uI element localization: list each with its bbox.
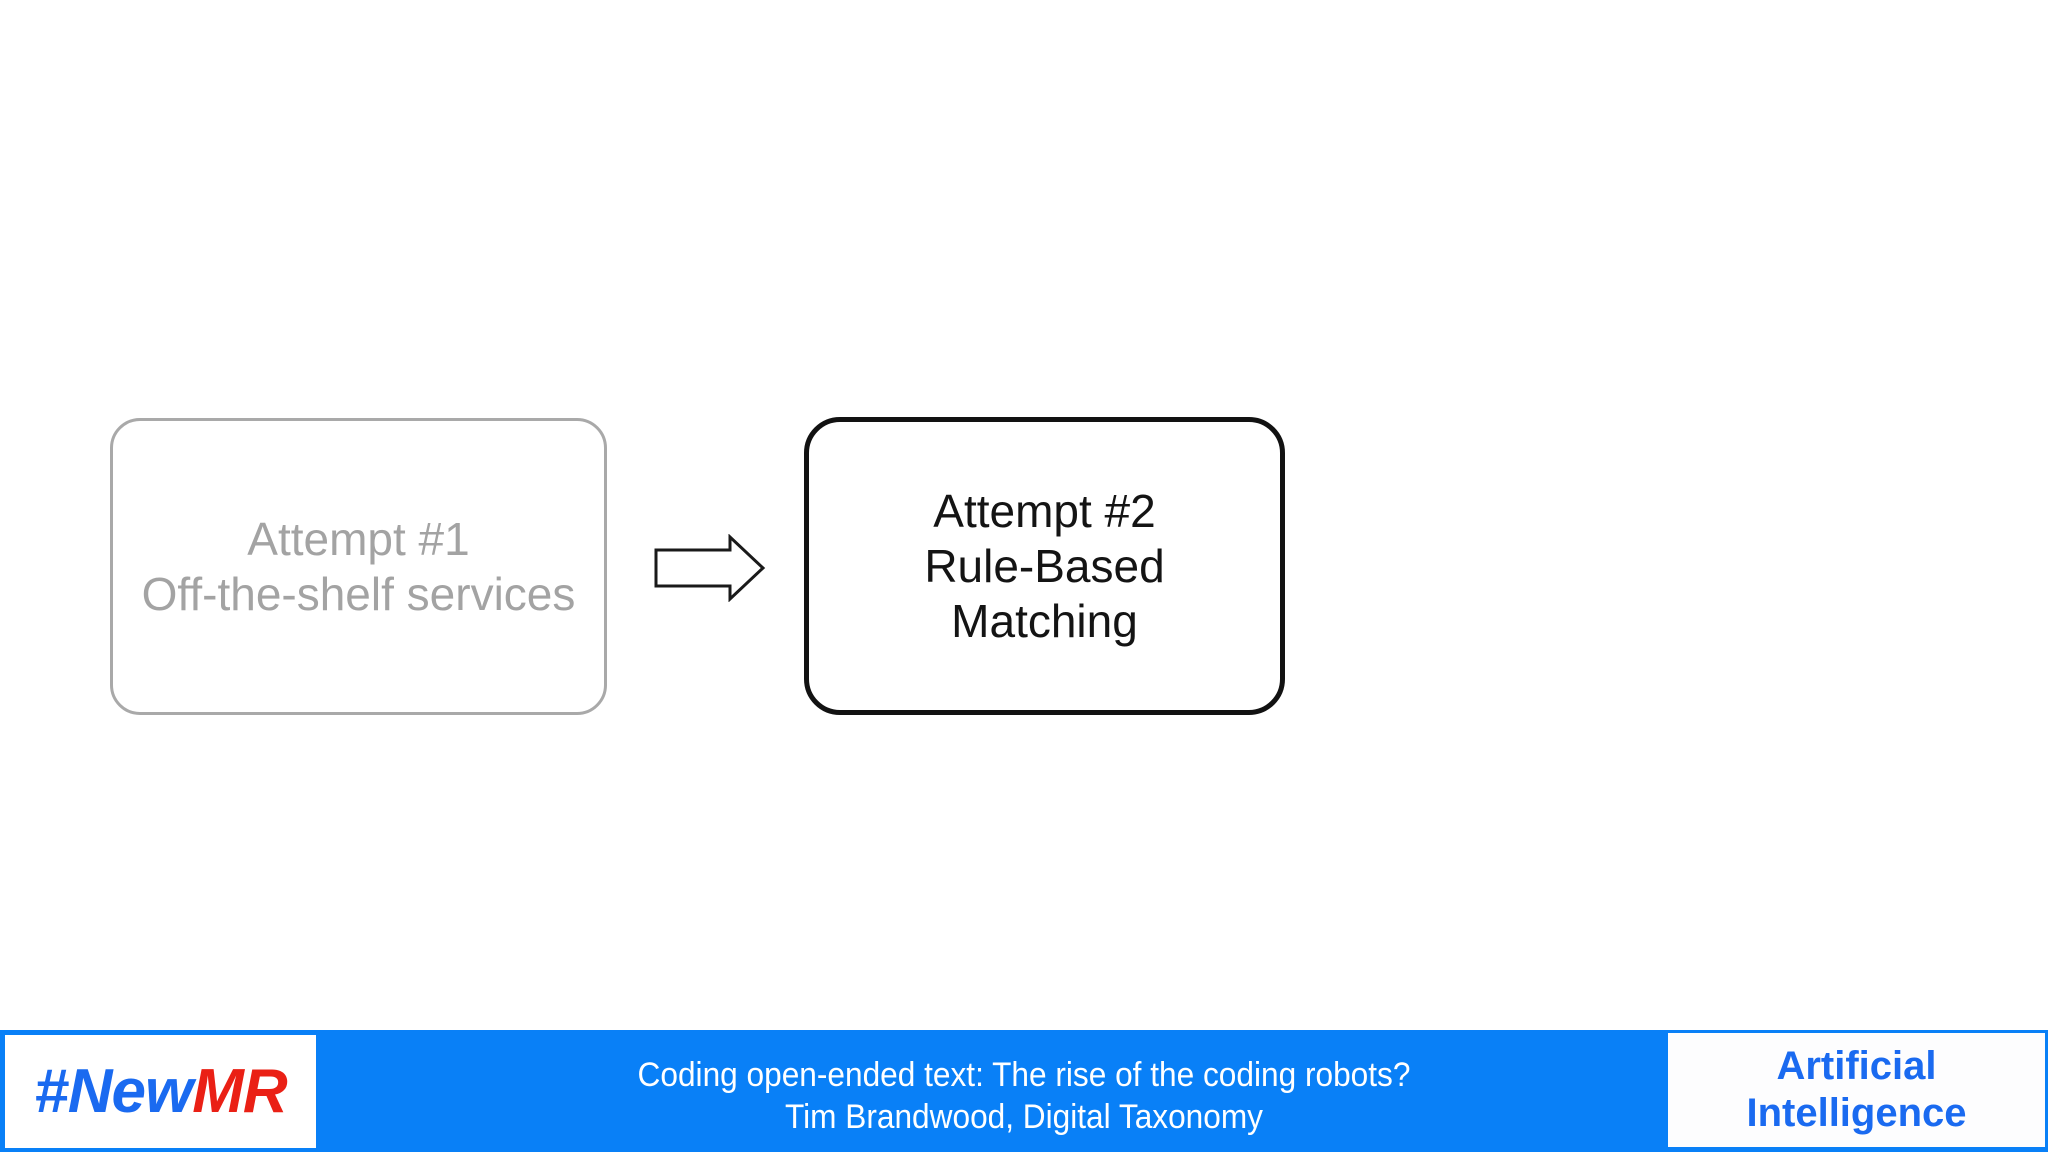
attempt2-box: Attempt #2 Rule-Based Matching <box>804 417 1285 715</box>
attempt2-title: Attempt #2 <box>933 484 1156 537</box>
right-block-arrow-icon <box>654 534 766 602</box>
attempt2-line3: Matching <box>951 594 1138 647</box>
footer-caption: Coding open-ended text: The rise of the … <box>72 1054 1977 1138</box>
attempt2-line2: Rule-Based <box>924 539 1165 592</box>
artificial-intelligence-badge: Artificial Intelligence <box>1668 1033 2045 1147</box>
attempt1-title: Attempt #1 <box>247 512 470 565</box>
footer-caption-line1: Coding open-ended text: The rise of the … <box>637 1056 1411 1094</box>
attempt1-box: Attempt #1 Off-the-shelf services <box>110 418 607 715</box>
attempt1-subtitle: Off-the-shelf services <box>141 567 576 620</box>
ai-badge-line2: Intelligence <box>1746 1091 1967 1135</box>
footer-caption-line2: Tim Brandwood, Digital Taxonomy <box>784 1098 1264 1136</box>
newmr-logo-suffix: MR <box>192 1057 287 1126</box>
ai-badge-line1: Artificial <box>1776 1044 1937 1088</box>
newmr-logo-prefix: #New <box>34 1057 193 1126</box>
